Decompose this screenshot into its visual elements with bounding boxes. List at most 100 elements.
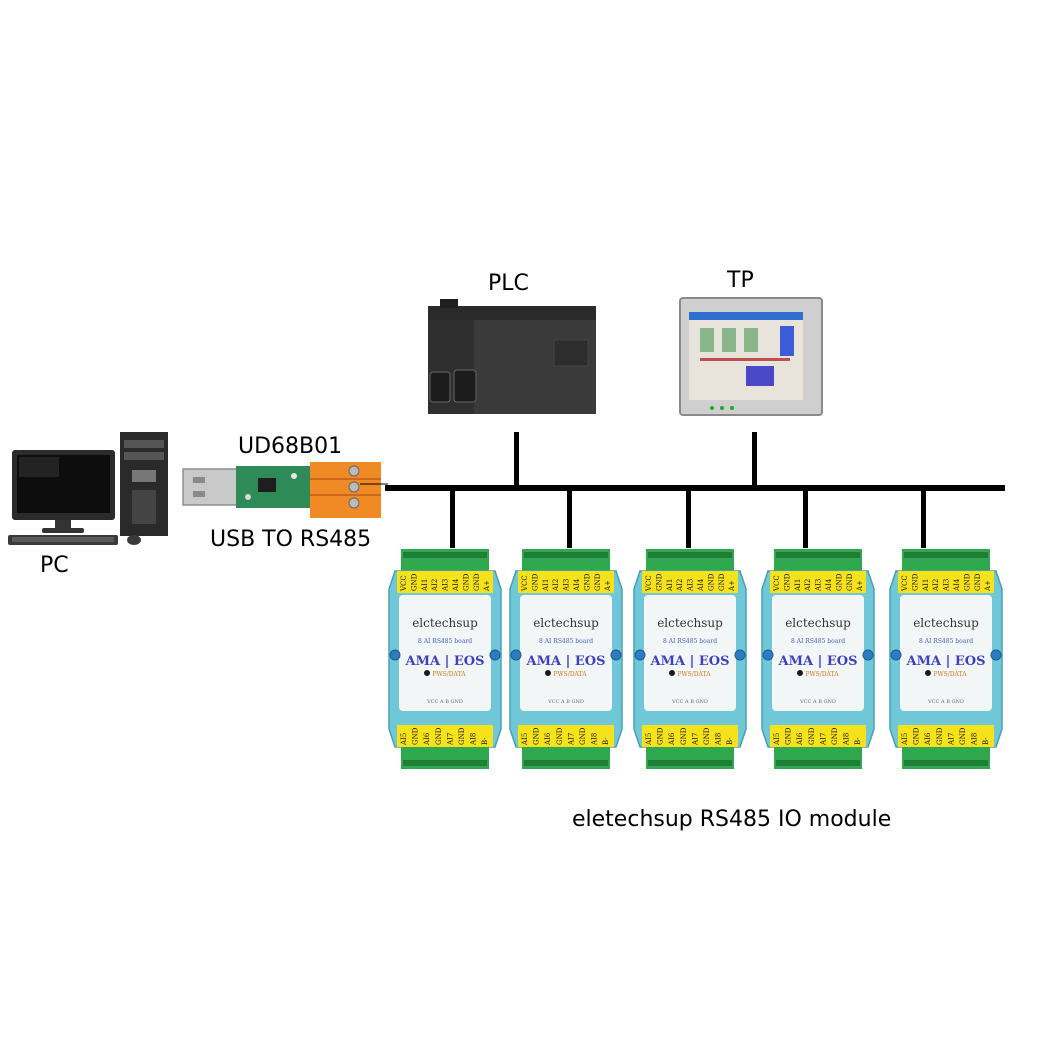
module-bottom-pin-label: GND [533,727,541,745]
module-top-pin-label: GND [974,573,982,591]
module-top-pin-label: AI1 [666,579,674,592]
plc-top-clip [440,299,458,308]
module-top-pin-label: GND [911,573,919,591]
module-bottom-pin-label: GND [785,727,793,745]
module-status-led [545,670,551,676]
bus-drop-module-4 [803,488,808,548]
module-top-terminal-slots [776,552,860,558]
converter-terminal-block [310,462,381,518]
module-bottom-pin-label: GND [703,727,711,745]
module-led-label: PWS/DATA [933,671,967,678]
module-bottom-pin-label: GND [808,727,816,745]
module-top-pin-label: GND [846,573,854,591]
converter-chip [258,478,276,492]
module-bottom-small: VCC A B GND [671,699,708,705]
module-bottom-pin-label: AI8 [470,733,478,746]
bus-drop-module-5 [921,488,926,548]
module-top-pin-label: GND [707,573,715,591]
module-bottom-small: VCC A B GND [927,699,964,705]
module-bottom-pin-label: AI7 [691,733,699,746]
tp-led-2 [720,406,724,410]
module-top-pin-label: AI2 [431,579,439,592]
module-bottom-pin-label: AI6 [668,732,676,746]
module-top-pin-label: VCC [400,575,408,592]
module-top-pin-label: AI3 [815,579,823,592]
module-bottom-pin-label: AI5 [773,733,781,746]
module-top-pin-strip [397,571,493,593]
module-bottom-pin-label: AI7 [446,733,454,746]
module-bottom-pin-label: GND [680,727,688,745]
module-top-pin-label: GND [783,573,791,591]
module-bottom-pin-label: AI6 [796,732,804,746]
module-model: AMA | EOS [526,654,606,669]
module-bottom-pin-label: GND [579,727,587,745]
module-bottom-pin-label: GND [657,727,665,745]
module-bottom-pin-label: B- [481,737,489,745]
module-top-pin-label: GND [531,573,539,591]
module-bottom-pin-strip [770,725,866,747]
bus-main-line [385,485,1005,491]
module-bottom-small: VCC A B GND [426,699,463,705]
tp-label: TP [727,268,754,293]
module-bottom-pin-label: GND [959,727,967,745]
module-bottom-pin-label: GND [936,727,944,745]
module-brand: elctechsup [533,616,599,630]
plc-device [428,299,596,414]
module-mount-right [734,649,746,661]
module-top-pin-label: AI4 [697,578,705,592]
module-subtitle: 8 AI RS485 board [539,638,593,645]
module-top-terminal-slots [524,552,608,558]
module-bottom-pin-label: B- [726,737,734,745]
module-top-pin-strip [770,571,866,593]
bus-drop-plc [514,432,519,488]
module-top-pin-label: AI1 [542,579,550,592]
rs485-bus [385,432,1005,548]
module-top-pin-label: AI4 [452,578,460,592]
pc-computer [8,432,168,545]
module-top-pin-label: AI2 [676,579,684,592]
module-bottom-pin-label: AI6 [544,732,552,746]
module-bottom-pin-label: GND [435,727,443,745]
module-subtitle: 8 AI RS485 board [418,638,472,645]
converter-led [291,473,297,479]
module-top-pin-label: AI4 [953,578,961,592]
module-top-pin-label: AI2 [932,579,940,592]
module-bottom-pin-label: B- [602,737,610,745]
module-bottom-pin-label: AI8 [591,733,599,746]
module-top-pin-strip [898,571,994,593]
pc-tower-bay-2 [124,452,164,460]
module-bottom-pin-strip [397,725,493,747]
module-top-pin-label: GND [835,573,843,591]
module-bottom-small: VCC A B GND [547,699,584,705]
module-face [900,595,992,711]
module-top-pin-label: VCC [645,575,653,592]
converter-screw-3 [348,497,360,509]
plc-serial-port-2 [429,371,451,403]
module-model: AMA | EOS [405,654,485,669]
module-brand: elctechsup [412,616,478,630]
pc-mouse [127,535,141,545]
module-top-pin-label: GND [718,573,726,591]
module-bottom-pin-label: AI5 [901,733,909,746]
tp-led-3 [730,406,734,410]
module-top-pin-label: AI3 [442,579,450,592]
module-bottom-pin-label: GND [412,727,420,745]
module-bottom-pin-label: GND [458,727,466,745]
module-top-pin-label: AI1 [794,579,802,592]
converter-screw-1 [348,465,360,477]
module-top-pin-label: GND [583,573,591,591]
module-top-pin-label: AI3 [687,579,695,592]
module-bottom-pin-label: AI7 [567,733,575,746]
converter-terminal-divider [310,478,381,480]
tp-screen-tank-3 [744,328,758,352]
touch-panel [679,297,823,416]
module-bottom-pin-label: AI7 [819,733,827,746]
bus-drop-module-3 [686,488,691,548]
pc-label: PC [40,553,69,578]
module-face [520,595,612,711]
